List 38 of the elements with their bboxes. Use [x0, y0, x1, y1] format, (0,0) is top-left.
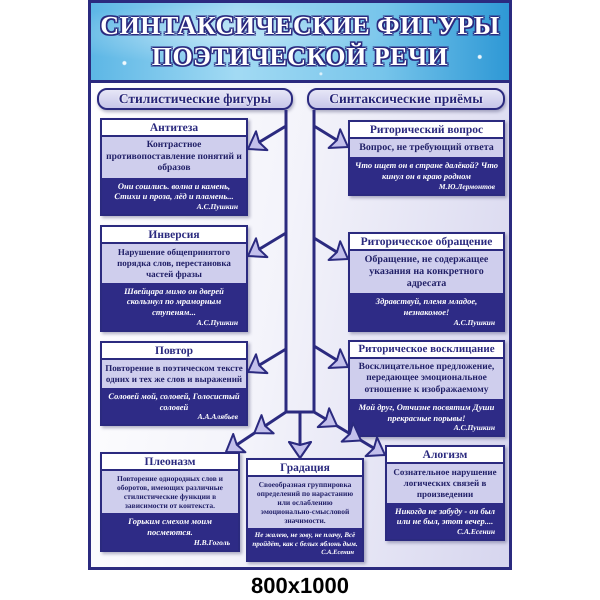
- example-quote: Горьким смехом моим посмеются.: [127, 516, 213, 538]
- definition-text: Нарушение общепринятого порядка слов, перестановка частей фразы: [102, 244, 246, 283]
- category-header: Синтаксические приёмы: [307, 88, 505, 110]
- figure-card: [100, 225, 248, 332]
- figure-card: [100, 341, 248, 426]
- category-header: Стилистические фигуры: [97, 88, 293, 110]
- connector-arrow: [312, 110, 386, 458]
- figure-card: [348, 340, 505, 438]
- card-title: Плеоназм: [102, 454, 238, 472]
- example-quote: Швейцара мимо он дверей скользнул по мраморным ступеням...: [123, 286, 225, 318]
- definition-text: Обращение, не содержащее указания на конкретного адресата: [350, 251, 503, 294]
- size-label: 800x1000: [251, 573, 349, 599]
- definition-text: Повторение в поэтическом тексте одних и тех же слов и выражений: [102, 360, 246, 388]
- example-quote: Никогда не забуду - он был или не был, этот вечер....: [394, 506, 496, 528]
- definition-text: Контрастное противопоставление понятий и образов: [102, 137, 246, 178]
- card-title: Градация: [248, 460, 362, 478]
- figure-card: [100, 452, 240, 552]
- card-title: Риторическое обращение: [350, 234, 503, 252]
- card-title: Инверсия: [102, 227, 246, 244]
- card-title: Повтор: [102, 343, 246, 360]
- figure-card: [385, 445, 505, 542]
- figure-card: [246, 458, 364, 562]
- poster-title: СИНТАКСИЧЕСКИЕ ФИГУРЫ ПОЭТИЧЕСКОЙ РЕЧИ: [100, 10, 500, 72]
- example-quote: Соловей мой, соловей, Голосистый соловей: [107, 390, 241, 412]
- figure-card: [348, 232, 505, 332]
- card-title: Риторический вопрос: [350, 122, 503, 140]
- card-title: Антитеза: [102, 120, 246, 138]
- card-title: Алогизм: [387, 447, 503, 464]
- example-quote: Они сошлись. волна и камень, Стихи и проза, лёд и пламень...: [113, 180, 235, 202]
- example-quote: Здравствуй, племя младое, незнакомое!: [374, 296, 478, 318]
- definition-text: Сознательное нарушение логических связей в произведении: [387, 464, 503, 503]
- example-quote: Что ищет он в стране далёкой? Что кинул он в краю родном: [354, 160, 499, 182]
- definition-text: Вопрос, не требующий ответа: [350, 139, 503, 158]
- definition-text: Восклицательное предложение, передающее эмоциональное отношение к изображаемому: [350, 358, 503, 399]
- figure-card: [100, 118, 248, 216]
- example-quote: Мой друг, Отчизне посвятим Души прекрасные порывы!: [358, 402, 496, 424]
- card-title: Риторическое восклицание: [350, 342, 503, 359]
- figure-card: [348, 120, 505, 196]
